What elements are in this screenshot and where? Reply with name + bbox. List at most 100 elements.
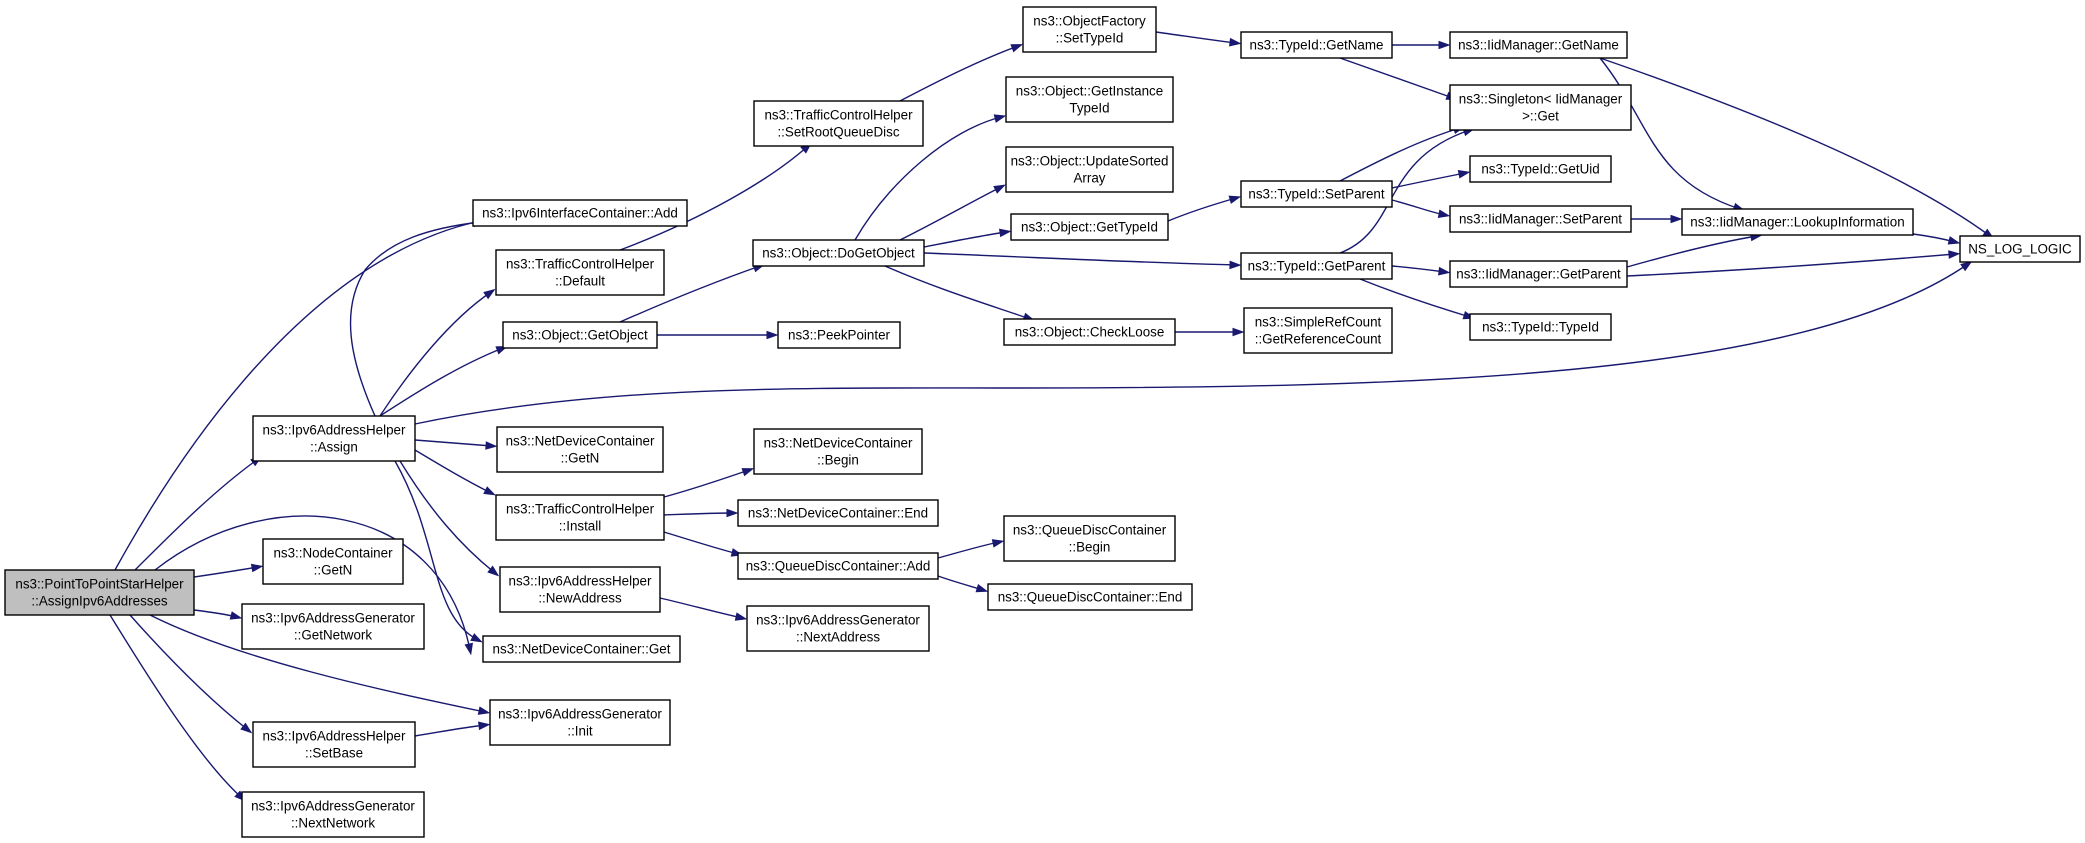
edge-line <box>1391 172 1466 189</box>
node-label-line: ns3::IidManager::SetParent <box>1459 212 1622 227</box>
edge-qdc_add-to-qdc_end <box>937 575 989 593</box>
node-label-line: ns3::QueueDiscContainer::End <box>998 590 1183 605</box>
node-obj-gettypeid[interactable]: ns3::Object::GetTypeId <box>1010 213 1169 241</box>
edge-line <box>1391 199 1446 216</box>
edge-tch_install-to-ndc_begin <box>663 468 755 498</box>
node-label-line: ns3::Ipv6AddressGenerator <box>251 611 415 626</box>
node-ipv6ah-setbase[interactable]: ns3::Ipv6AddressHelper::SetBase <box>252 721 416 768</box>
node-box <box>1243 307 1393 354</box>
node-label-line: ::Begin <box>1069 540 1111 555</box>
node-label-line: ns3::TypeId::GetUid <box>1481 162 1599 177</box>
node-box <box>987 583 1193 611</box>
node-nc-getn[interactable]: ns3::NodeContainer::GetN <box>262 538 404 585</box>
edge-root-to-ipv6ic_add <box>114 218 486 571</box>
edge-line <box>349 221 481 417</box>
edge-typeid_setparent-to-typeid_getuid <box>1391 169 1471 189</box>
node-label-line: ns3::NetDeviceContainer <box>764 436 913 451</box>
node-qdc-add[interactable]: ns3::QueueDiscContainer::Add <box>737 552 939 580</box>
node-typeid-getparent[interactable]: ns3::TypeId::GetParent <box>1240 252 1393 280</box>
edge-arrowhead <box>470 633 483 643</box>
node-ipv6ag-nextnetwork[interactable]: ns3::Ipv6AddressGenerator::NextNetwork <box>241 791 425 838</box>
node-box <box>252 721 416 768</box>
node-box <box>262 538 404 585</box>
node-ndc-begin[interactable]: ns3::NetDeviceContainer::Begin <box>753 428 923 475</box>
node-obj-checkloose[interactable]: ns3::Object::CheckLoose <box>1003 318 1176 346</box>
node-peekpointer[interactable]: ns3::PeekPointer <box>777 321 901 349</box>
edge-arrowhead <box>483 486 496 496</box>
edge-ipv6ah_assign-to-ndc_getn <box>414 439 498 450</box>
node-tch-default[interactable]: ns3::TrafficControlHelper::Default <box>495 249 665 296</box>
node-box <box>746 605 930 652</box>
edge-line <box>379 347 504 417</box>
node-box <box>499 566 661 613</box>
node-box <box>1449 260 1628 288</box>
node-ipv6ic-add[interactable]: ns3::Ipv6InterfaceContainer::Add <box>472 199 688 227</box>
node-label-line: ns3::NodeContainer <box>273 546 393 561</box>
node-box <box>482 635 681 663</box>
node-simplerefcount[interactable]: ns3::SimpleRefCount::GetReferenceCount <box>1243 307 1393 354</box>
node-typeid-getuid[interactable]: ns3::TypeId::GetUid <box>1469 155 1612 183</box>
edge-obj_dogetobject-to-typeid_getparent <box>923 252 1242 270</box>
node-ipv6ag-nextaddress[interactable]: ns3::Ipv6AddressGenerator::NextAddress <box>746 605 930 652</box>
node-qdc-begin[interactable]: ns3::QueueDiscContainer::Begin <box>1003 515 1176 562</box>
node-ipv6ah-newaddress[interactable]: ns3::Ipv6AddressHelper::NewAddress <box>499 566 661 613</box>
node-box <box>1469 313 1612 341</box>
edge-line <box>619 145 809 251</box>
node-iidm-getparent[interactable]: ns3::IidManager::GetParent <box>1449 260 1628 288</box>
node-root[interactable]: ns3::PointToPointStarHelper::AssignIpv6A… <box>4 569 195 616</box>
node-label-line: ns3::PeekPointer <box>788 328 891 343</box>
node-ipv6ah-assign[interactable]: ns3::Ipv6AddressHelper::Assign <box>252 415 416 462</box>
edge-obj_dogetobject-to-obj_updatesortedarray <box>899 184 1006 241</box>
node-singleton-get[interactable]: ns3::Singleton< IidManager >::Get <box>1449 84 1632 131</box>
node-box <box>1003 318 1176 346</box>
edge-root-to-ipv6ah_setbase <box>129 614 253 734</box>
node-label-line: ns3::TrafficControlHelper <box>764 108 913 123</box>
edge-line <box>134 458 259 571</box>
node-tch-setrootqueuedisc[interactable]: ns3::TrafficControlHelper::SetRootQueueD… <box>753 100 924 147</box>
node-label-line: ns3::Ipv6AddressHelper <box>509 574 652 589</box>
node-obj-getobject[interactable]: ns3::Object::GetObject <box>502 321 658 349</box>
node-ipv6ag-init[interactable]: ns3::Ipv6AddressGenerator::Init <box>489 699 671 746</box>
node-label-line: ns3::NetDeviceContainer::Get <box>493 642 671 657</box>
node-objfactory-settypeid[interactable]: ns3::ObjectFactory::SetTypeId <box>1022 6 1157 53</box>
node-box <box>241 603 425 650</box>
node-typeid-typeid[interactable]: ns3::TypeId::TypeId <box>1469 313 1612 341</box>
edge-line <box>663 469 750 498</box>
node-obj-dogetobject[interactable]: ns3::Object::DoGetObject <box>752 239 925 267</box>
node-iidm-setparent[interactable]: ns3::IidManager::SetParent <box>1449 205 1632 233</box>
node-box <box>1010 213 1169 241</box>
edge-line <box>854 116 1002 241</box>
node-typeid-setparent[interactable]: ns3::TypeId::SetParent <box>1240 180 1393 208</box>
node-label-line: NS_LOG_LOGIC <box>1968 242 2072 257</box>
node-tch-install[interactable]: ns3::TrafficControlHelper::Install <box>495 494 665 541</box>
node-box <box>241 791 425 838</box>
node-iidm-lookupinformation[interactable]: ns3::IidManager::LookupInformation <box>1681 208 1914 236</box>
node-label-line: ::Init <box>567 724 593 739</box>
edge-iidm_setparent-to-iidm_lookupinformation <box>1630 214 1683 224</box>
edge-obj_dogetobject-to-obj_checkloose <box>884 265 1036 321</box>
node-label-line: ns3::Object::GetInstance <box>1016 84 1163 99</box>
node-typeid-getname[interactable]: ns3::TypeId::GetName <box>1240 31 1393 59</box>
edge-line <box>1339 127 1461 182</box>
node-ns-log-logic[interactable]: NS_LOG_LOGIC <box>1959 235 2081 263</box>
node-ipv6ag-getnetwork[interactable]: ns3::Ipv6AddressGenerator::GetNetwork <box>241 603 425 650</box>
edge-arrowhead <box>1228 195 1242 204</box>
node-qdc-end[interactable]: ns3::QueueDiscContainer::End <box>987 583 1193 611</box>
node-label-line: ns3::Object::DoGetObject <box>762 246 915 261</box>
node-label-line: ns3::Singleton< IidManager <box>1459 92 1623 107</box>
edge-line <box>154 515 471 651</box>
node-ndc-end[interactable]: ns3::NetDeviceContainer::End <box>737 499 939 527</box>
edge-obj_gettypeid-to-typeid_setparent <box>1167 195 1242 222</box>
node-box <box>1240 252 1393 280</box>
node-iidm-getname[interactable]: ns3::IidManager::GetName <box>1449 31 1628 59</box>
edge-typeid_setparent-to-iidm_setparent <box>1391 199 1451 219</box>
node-ndc-get[interactable]: ns3::NetDeviceContainer::Get <box>482 635 681 663</box>
edge-root-to-ipv6ag_init <box>149 614 491 715</box>
node-box <box>502 321 658 349</box>
node-label-line: ns3::NetDeviceContainer::End <box>748 506 928 521</box>
node-box <box>1022 6 1157 53</box>
node-ndc-getn[interactable]: ns3::NetDeviceContainer::GetN <box>496 426 664 473</box>
edge-ipv6ah_newaddress-to-ipv6ag_nextaddress <box>659 597 748 621</box>
